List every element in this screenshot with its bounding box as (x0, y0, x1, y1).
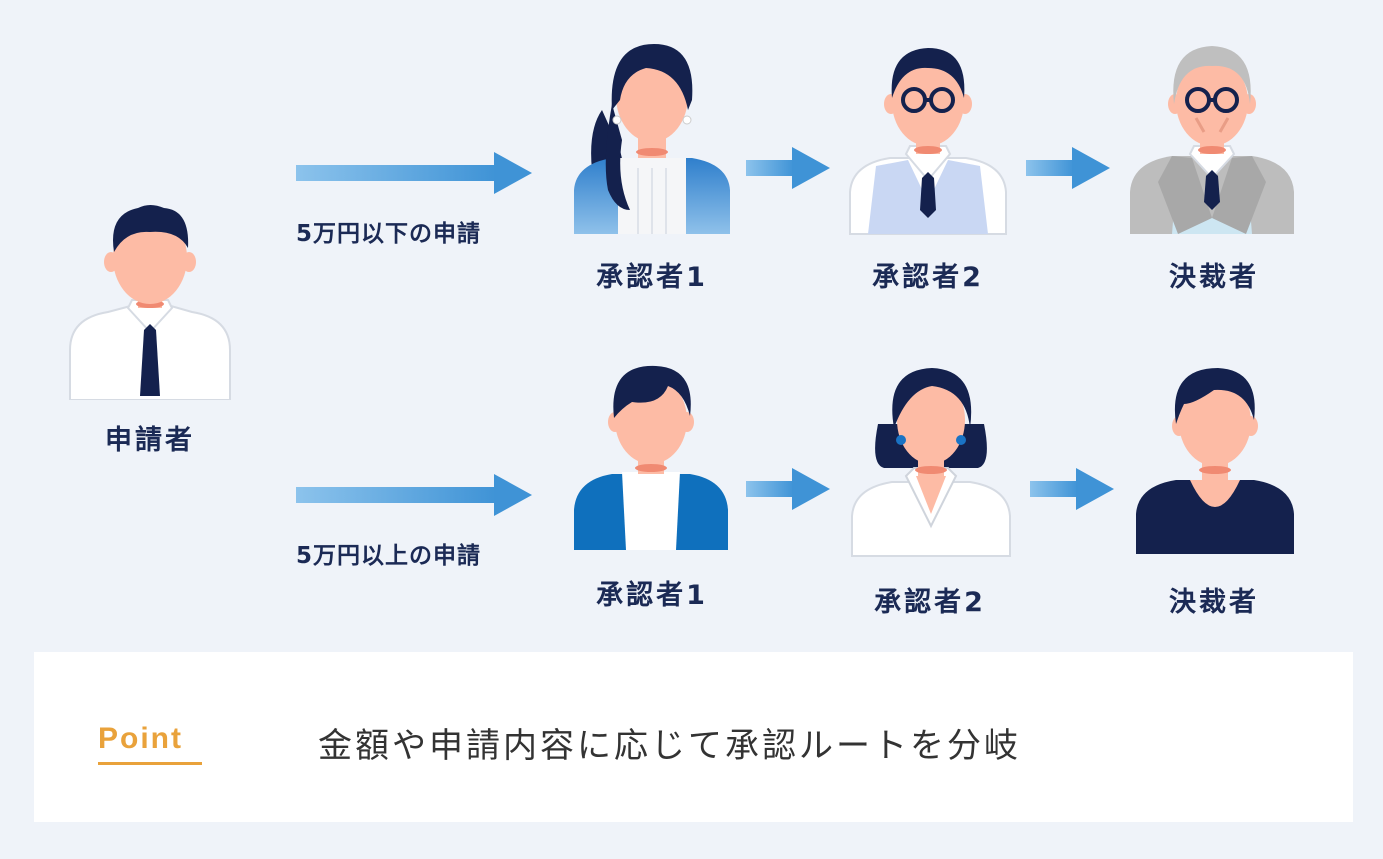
approver-1-icon (574, 365, 728, 550)
arrow-right-icon (1030, 468, 1114, 510)
route-2-condition: 5万円以上の申請 (296, 543, 482, 569)
decider-2-icon (1136, 368, 1294, 554)
route-1-condition: 5万円以下の申請 (296, 221, 482, 247)
approver-2-icon (849, 48, 1007, 235)
point-box (34, 652, 1353, 822)
arrow-right-icon (1026, 147, 1110, 189)
arrow-right-icon (296, 152, 532, 194)
route-2-step-2-label: 承認者2 (874, 587, 986, 618)
route-1-step-3-label: 決裁者 (1169, 262, 1259, 293)
arrow-right-icon (746, 147, 830, 189)
point-text: 金額や申請内容に応じて承認ルートを分岐 (318, 726, 1021, 766)
route-2-step-1-label: 承認者1 (596, 580, 708, 611)
point-underline (98, 762, 202, 765)
arrow-right-icon (296, 474, 532, 516)
route-1-step-1-label: 承認者1 (596, 262, 708, 293)
point-label: Point (98, 722, 183, 755)
decider-1-icon (1130, 46, 1294, 234)
arrow-right-icon (746, 468, 830, 510)
applicant-icon (69, 205, 231, 400)
route-2-step-3-label: 決裁者 (1169, 587, 1259, 618)
route-1-step-2-label: 承認者2 (872, 262, 984, 293)
approver-2-icon (851, 368, 1011, 557)
approver-1-icon (574, 44, 730, 234)
applicant-label: 申請者 (105, 425, 195, 456)
